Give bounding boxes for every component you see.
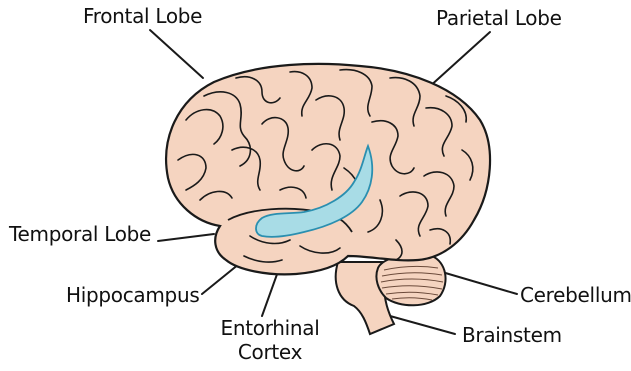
parietal-lobe-label: Parietal Lobe [436,6,562,30]
cerebellum-leader [442,272,517,294]
temporal-lobe-label: Temporal Lobe [9,222,151,246]
temporal-leader [158,234,214,241]
frontal-leader [150,30,203,78]
entorhinal-label-line2: Cortex [208,340,332,364]
hippocampus-label: Hippocampus [66,283,199,307]
entorhinal-label-line1: Entorhinal [208,316,332,340]
brainstem-label: Brainstem [462,323,562,347]
entorhinal-cortex-label: Entorhinal Cortex [208,316,332,364]
frontal-lobe-label: Frontal Lobe [83,4,202,28]
parietal-leader [428,32,490,88]
cerebellum [376,254,445,305]
cerebellum-label: Cerebellum [520,283,631,307]
brainstem-leader [390,316,455,334]
